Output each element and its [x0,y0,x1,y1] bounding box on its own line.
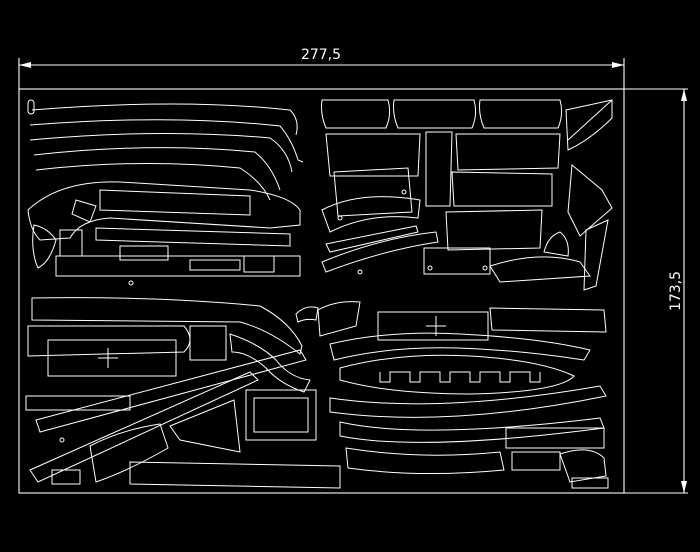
width-dimension: 277,5 [18,47,625,89]
center-cross-marks [98,316,446,368]
cut-parts [25,99,613,489]
width-dimension-label: 277,5 [301,47,341,63]
height-dimension: 173,5 [624,88,688,494]
height-dimension-label: 173,5 [668,271,684,311]
sheet-border [18,88,625,494]
